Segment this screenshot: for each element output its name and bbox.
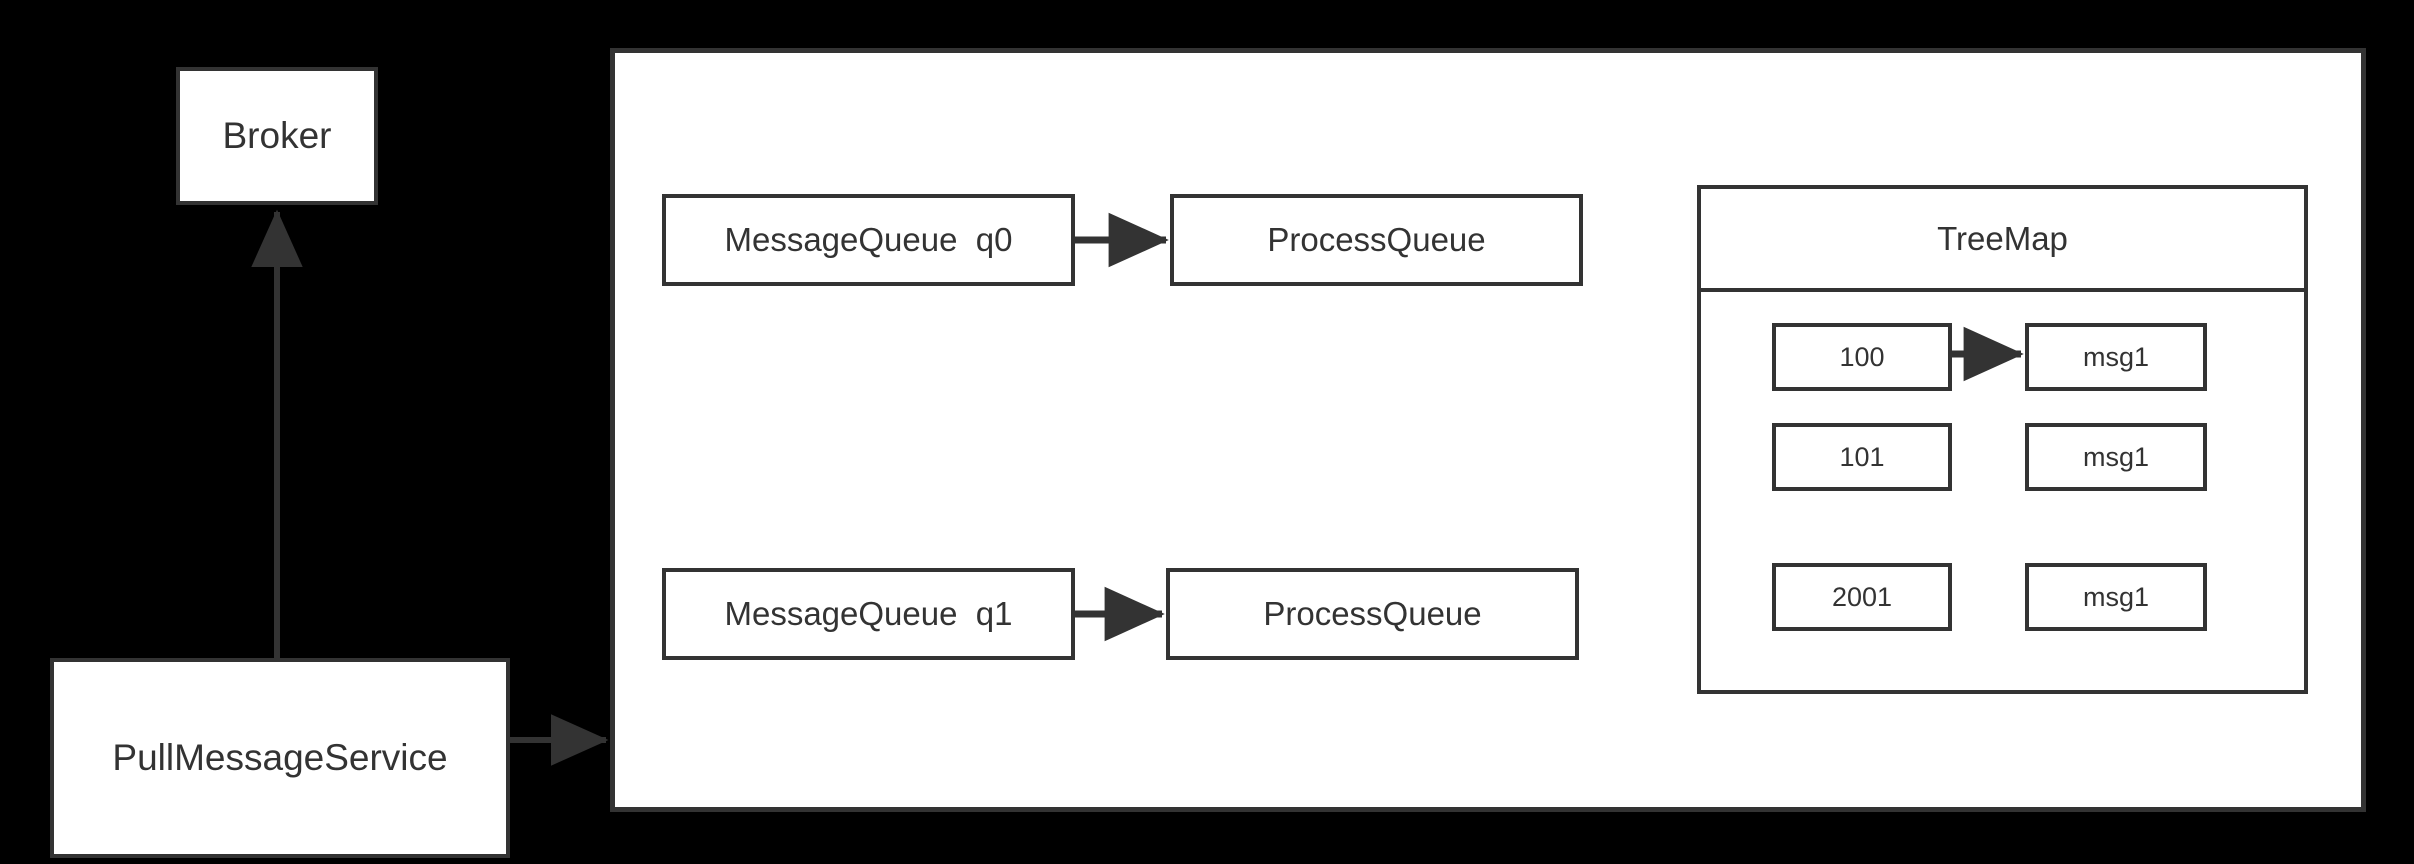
treemap-key-2[interactable]: 2001 [1772, 563, 1952, 631]
node-broker[interactable]: Broker [176, 67, 378, 205]
treemap-key-0[interactable]: 100 [1772, 323, 1952, 391]
treemap-value-1[interactable]: msg1 [2025, 423, 2207, 491]
treemap-container: TreeMap 100 msg1 101 msg1 2001 msg1 [1697, 185, 2308, 694]
treemap-value-0[interactable]: msg1 [2025, 323, 2207, 391]
treemap-value-2[interactable]: msg1 [2025, 563, 2207, 631]
treemap-entries: 100 msg1 101 msg1 2001 msg1 [1701, 292, 2304, 690]
treemap-title: TreeMap [1701, 189, 2304, 292]
node-process-queue-1[interactable]: ProcessQueue [1166, 568, 1579, 660]
node-message-queue-q0[interactable]: MessageQueue q0 [662, 194, 1075, 286]
node-process-queue-0[interactable]: ProcessQueue [1170, 194, 1583, 286]
node-pull-message-service[interactable]: PullMessageService [50, 658, 510, 858]
treemap-key-1[interactable]: 101 [1772, 423, 1952, 491]
node-message-queue-q1[interactable]: MessageQueue q1 [662, 568, 1075, 660]
